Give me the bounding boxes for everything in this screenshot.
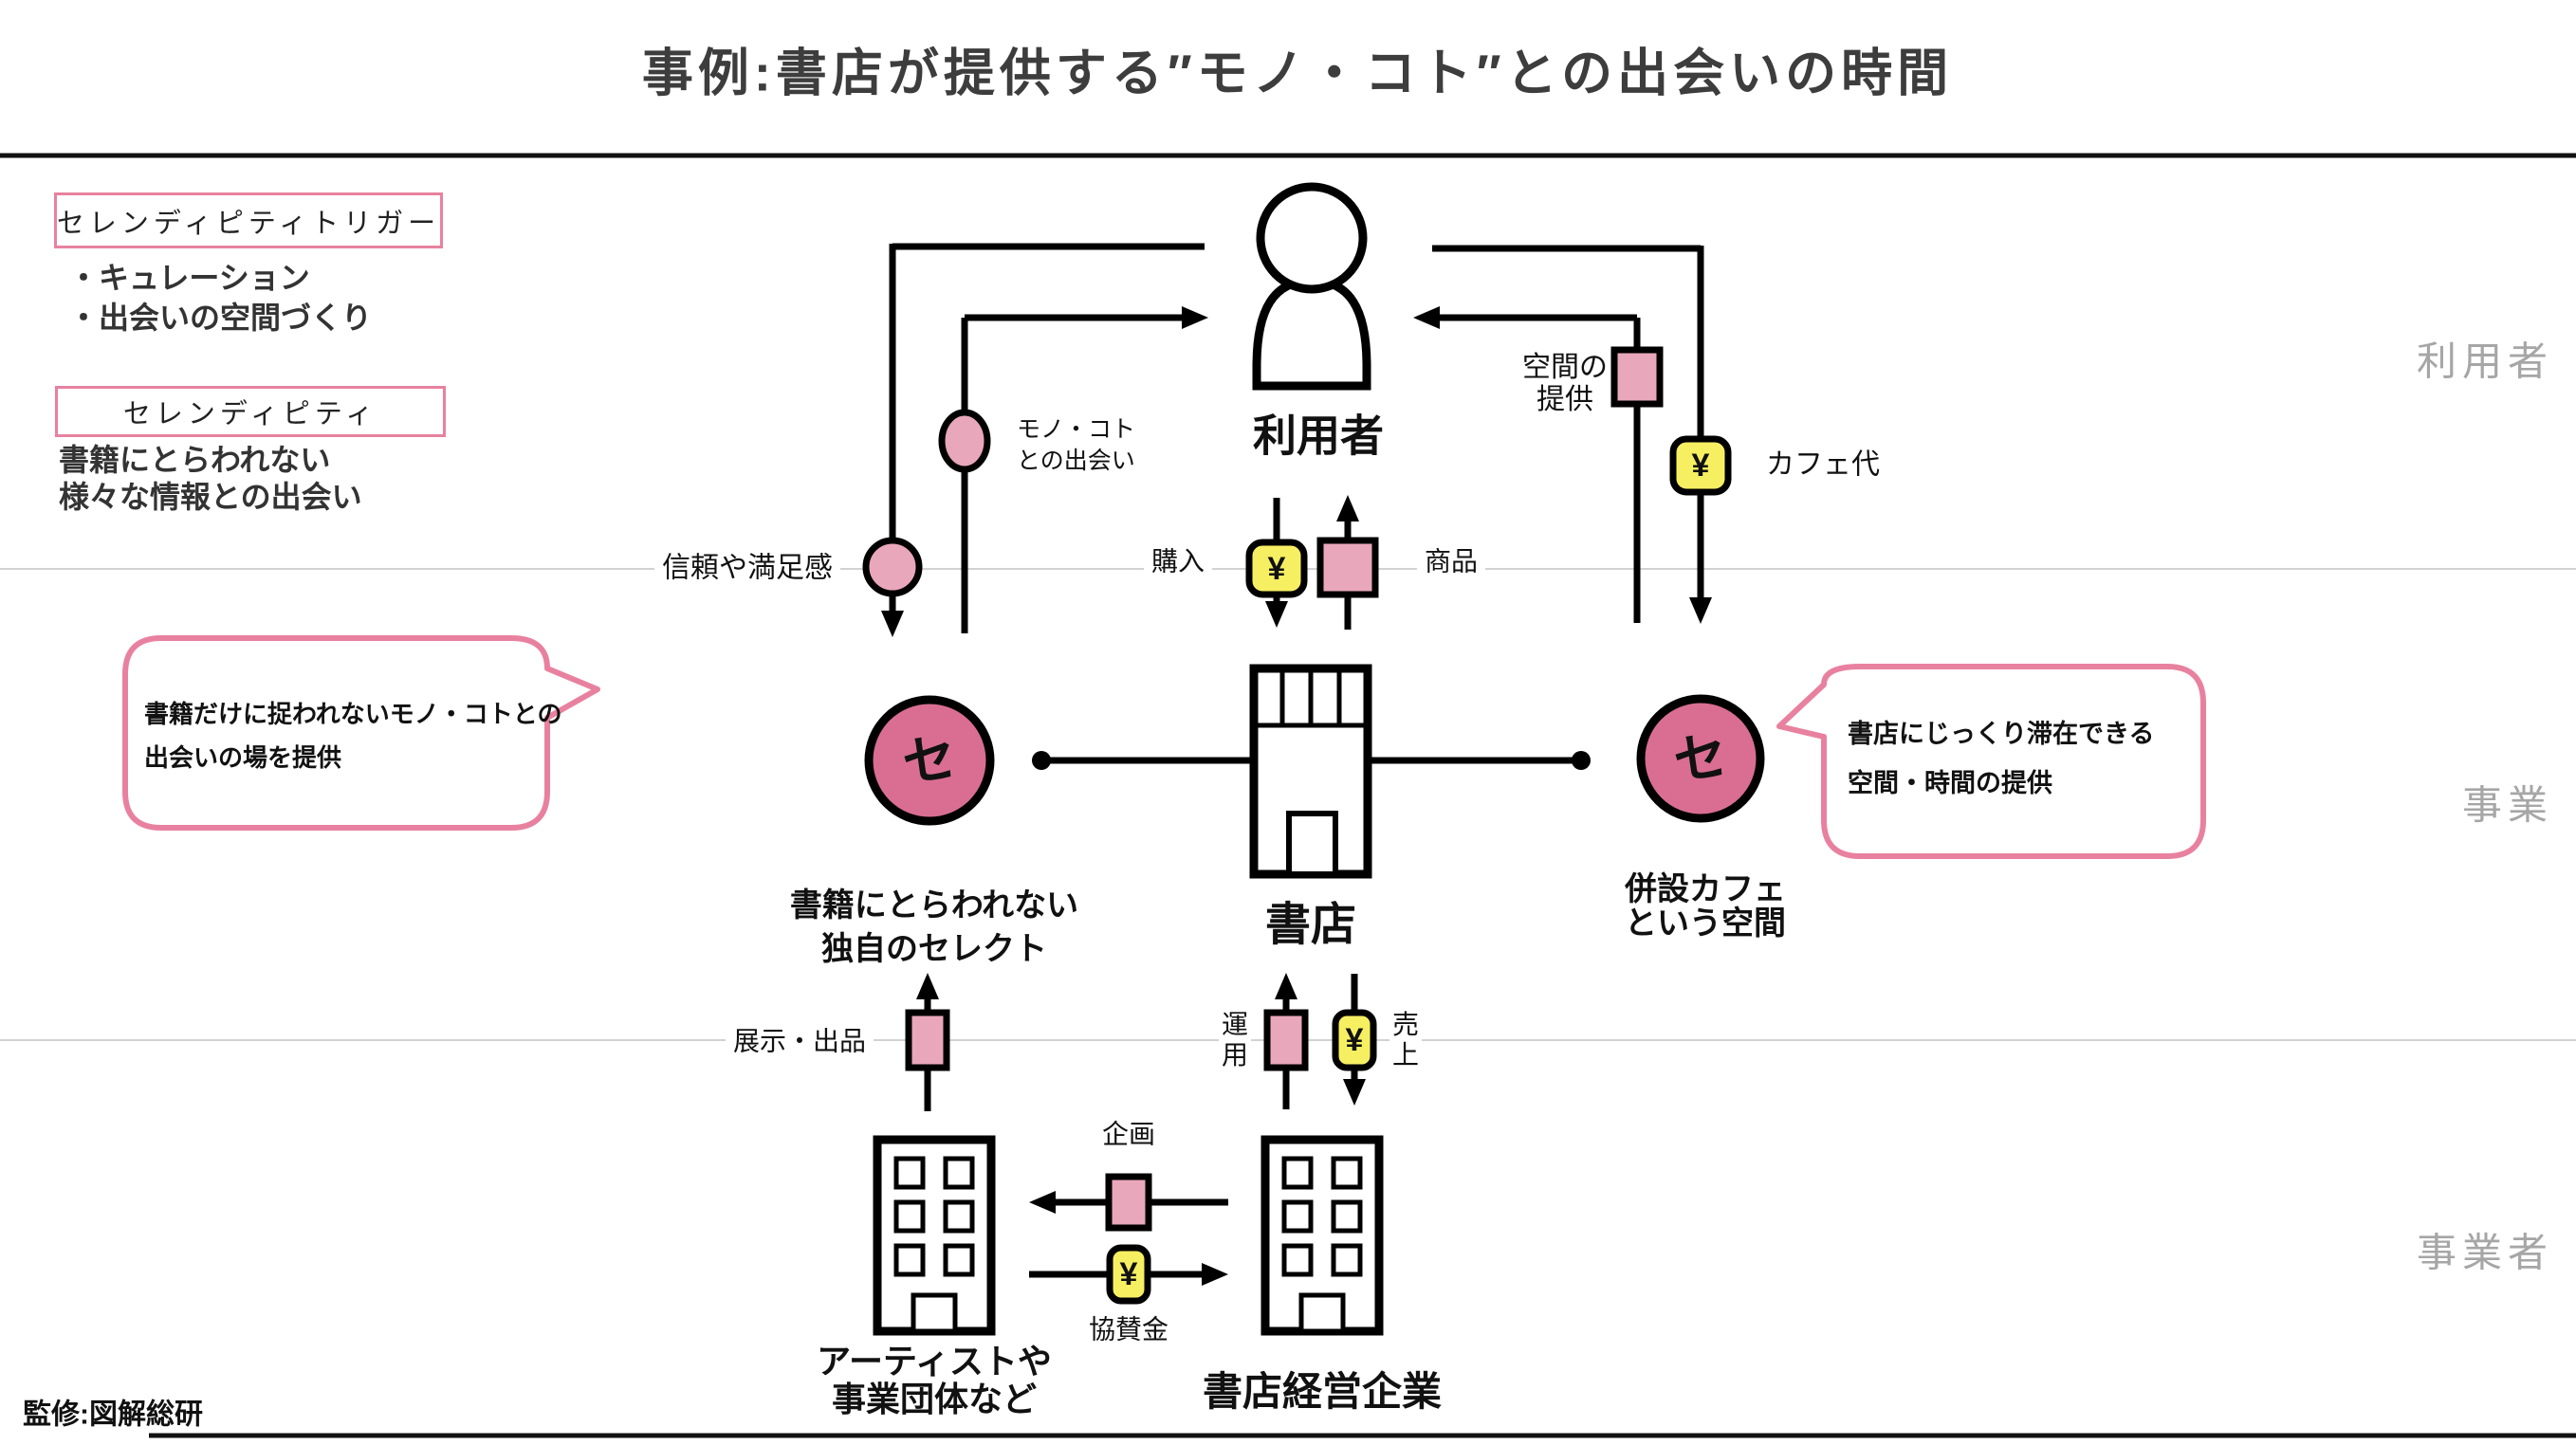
- operation-arrowhead: [1275, 973, 1297, 999]
- select-bubble-text: 書籍だけに捉われないモノ・コトとの 出会いの場を提供: [144, 700, 562, 772]
- se-circle-cafe: [1636, 694, 1765, 823]
- exhibit-arrowhead: [916, 973, 939, 999]
- planning-token-box: [1105, 1173, 1152, 1232]
- sales-yen-box: [1332, 1009, 1377, 1071]
- se-badge-select: セ: [898, 726, 961, 794]
- se-circle-select: [864, 695, 995, 826]
- person-head: [1256, 182, 1368, 294]
- company-building-door: [1298, 1292, 1346, 1334]
- artists-building-windows: [893, 1156, 975, 1277]
- speech-bubble-select: [122, 635, 600, 831]
- purchase-yen-box: [1245, 539, 1308, 598]
- trust-token-circle: [862, 537, 923, 597]
- operation-token-box: [1263, 1009, 1309, 1071]
- space-arrowhead: [1413, 306, 1440, 329]
- cafe-bubble-text: 書店にじっくり滞在できる 空間・時間の提供: [1848, 720, 2155, 797]
- space-token-box: [1610, 346, 1664, 408]
- company-building-icon: [1260, 1135, 1384, 1336]
- link-dot-right: [1572, 751, 1591, 770]
- goods-flow-label: 商品: [1416, 542, 1486, 580]
- sponsorship-flow-label: 協賛金: [1088, 1314, 1169, 1344]
- purchase-arrowhead: [1265, 601, 1288, 628]
- legend-serendipity-box: セレンディピティ: [55, 386, 446, 437]
- planning-flow-label: 企画: [1101, 1119, 1156, 1149]
- bookstore-door: [1286, 811, 1338, 877]
- yen-icon: ¥: [1691, 447, 1710, 484]
- cafefee-arrowhead: [1689, 597, 1712, 624]
- page-title: 事例:書店が提供する″モノ・コト″との出会いの時間: [641, 45, 1954, 102]
- goods-arrowhead: [1336, 495, 1359, 521]
- bookstore-label: 書店: [1264, 900, 1357, 950]
- space-flow-label: 空間の 提供: [1522, 352, 1608, 415]
- company-building-windows: [1281, 1156, 1363, 1277]
- company-label: 書店経営企業: [1202, 1368, 1443, 1414]
- se-badge-cafe: セ: [1669, 724, 1732, 792]
- zone-label-user: 利用者: [2416, 338, 2553, 384]
- sponsorship-arrowhead: [1202, 1263, 1228, 1286]
- speech-bubble-cafe: [1776, 664, 2206, 859]
- encounter-arrowhead: [1182, 306, 1208, 329]
- link-dot-left: [1032, 751, 1051, 770]
- legend-trigger-items: ・キュレーション ・出会いの空間づくり: [68, 261, 373, 335]
- purchase-flow-label: 購入: [1143, 542, 1213, 580]
- select-label: 書籍にとらわれない 独自のセレクト: [789, 887, 1079, 967]
- artists-label: アーティストや 事業団体など: [817, 1342, 1052, 1418]
- trust-flow-label: 信頼や満足感: [654, 548, 840, 588]
- planning-arrowhead: [1029, 1191, 1056, 1214]
- supervision-credit: 監修:図解総研: [23, 1399, 203, 1431]
- yen-icon: ¥: [1119, 1255, 1138, 1292]
- encounter-token-ellipse: [938, 409, 991, 473]
- cafefee-flow-label: カフェ代: [1766, 448, 1880, 481]
- legend-trigger-box: セレンディピティトリガー: [54, 192, 443, 248]
- person-body: [1252, 276, 1371, 391]
- zone-label-business: 事業: [2461, 782, 2553, 828]
- artists-building-icon: [873, 1135, 996, 1336]
- legend-trigger-label: セレンディピティトリガー: [56, 208, 441, 239]
- cafefee-yen-box: [1669, 435, 1732, 496]
- sponsorship-yen-box: [1106, 1244, 1151, 1305]
- bookstore-icon: [1249, 664, 1372, 879]
- sales-flow-label: 売 上: [1389, 1008, 1423, 1072]
- user-label: 利用者: [1253, 411, 1384, 461]
- yen-icon: ¥: [1267, 550, 1286, 587]
- trust-arrowhead: [881, 611, 904, 637]
- legend-serendipity-note: 書籍にとらわれない 様々な情報との出会い: [59, 443, 362, 514]
- artists-building-door: [911, 1292, 958, 1334]
- yen-icon: ¥: [1345, 1021, 1364, 1058]
- exhibit-token-box: [905, 1009, 950, 1071]
- legend-serendipity-label: セレンディピティ: [122, 399, 378, 430]
- goods-token-box: [1316, 537, 1379, 598]
- sales-arrowhead: [1343, 1079, 1366, 1106]
- encounter-flow-label: モノ・コト との出会い: [1017, 416, 1136, 474]
- operation-flow-label: 運 用: [1218, 1008, 1252, 1072]
- user-person-icon: [1252, 182, 1371, 391]
- exhibit-flow-label: 展示・出品: [726, 1022, 874, 1060]
- zone-label-operator: 事業者: [2416, 1230, 2553, 1275]
- cafe-label: 併設カフェ という空間: [1625, 871, 1786, 942]
